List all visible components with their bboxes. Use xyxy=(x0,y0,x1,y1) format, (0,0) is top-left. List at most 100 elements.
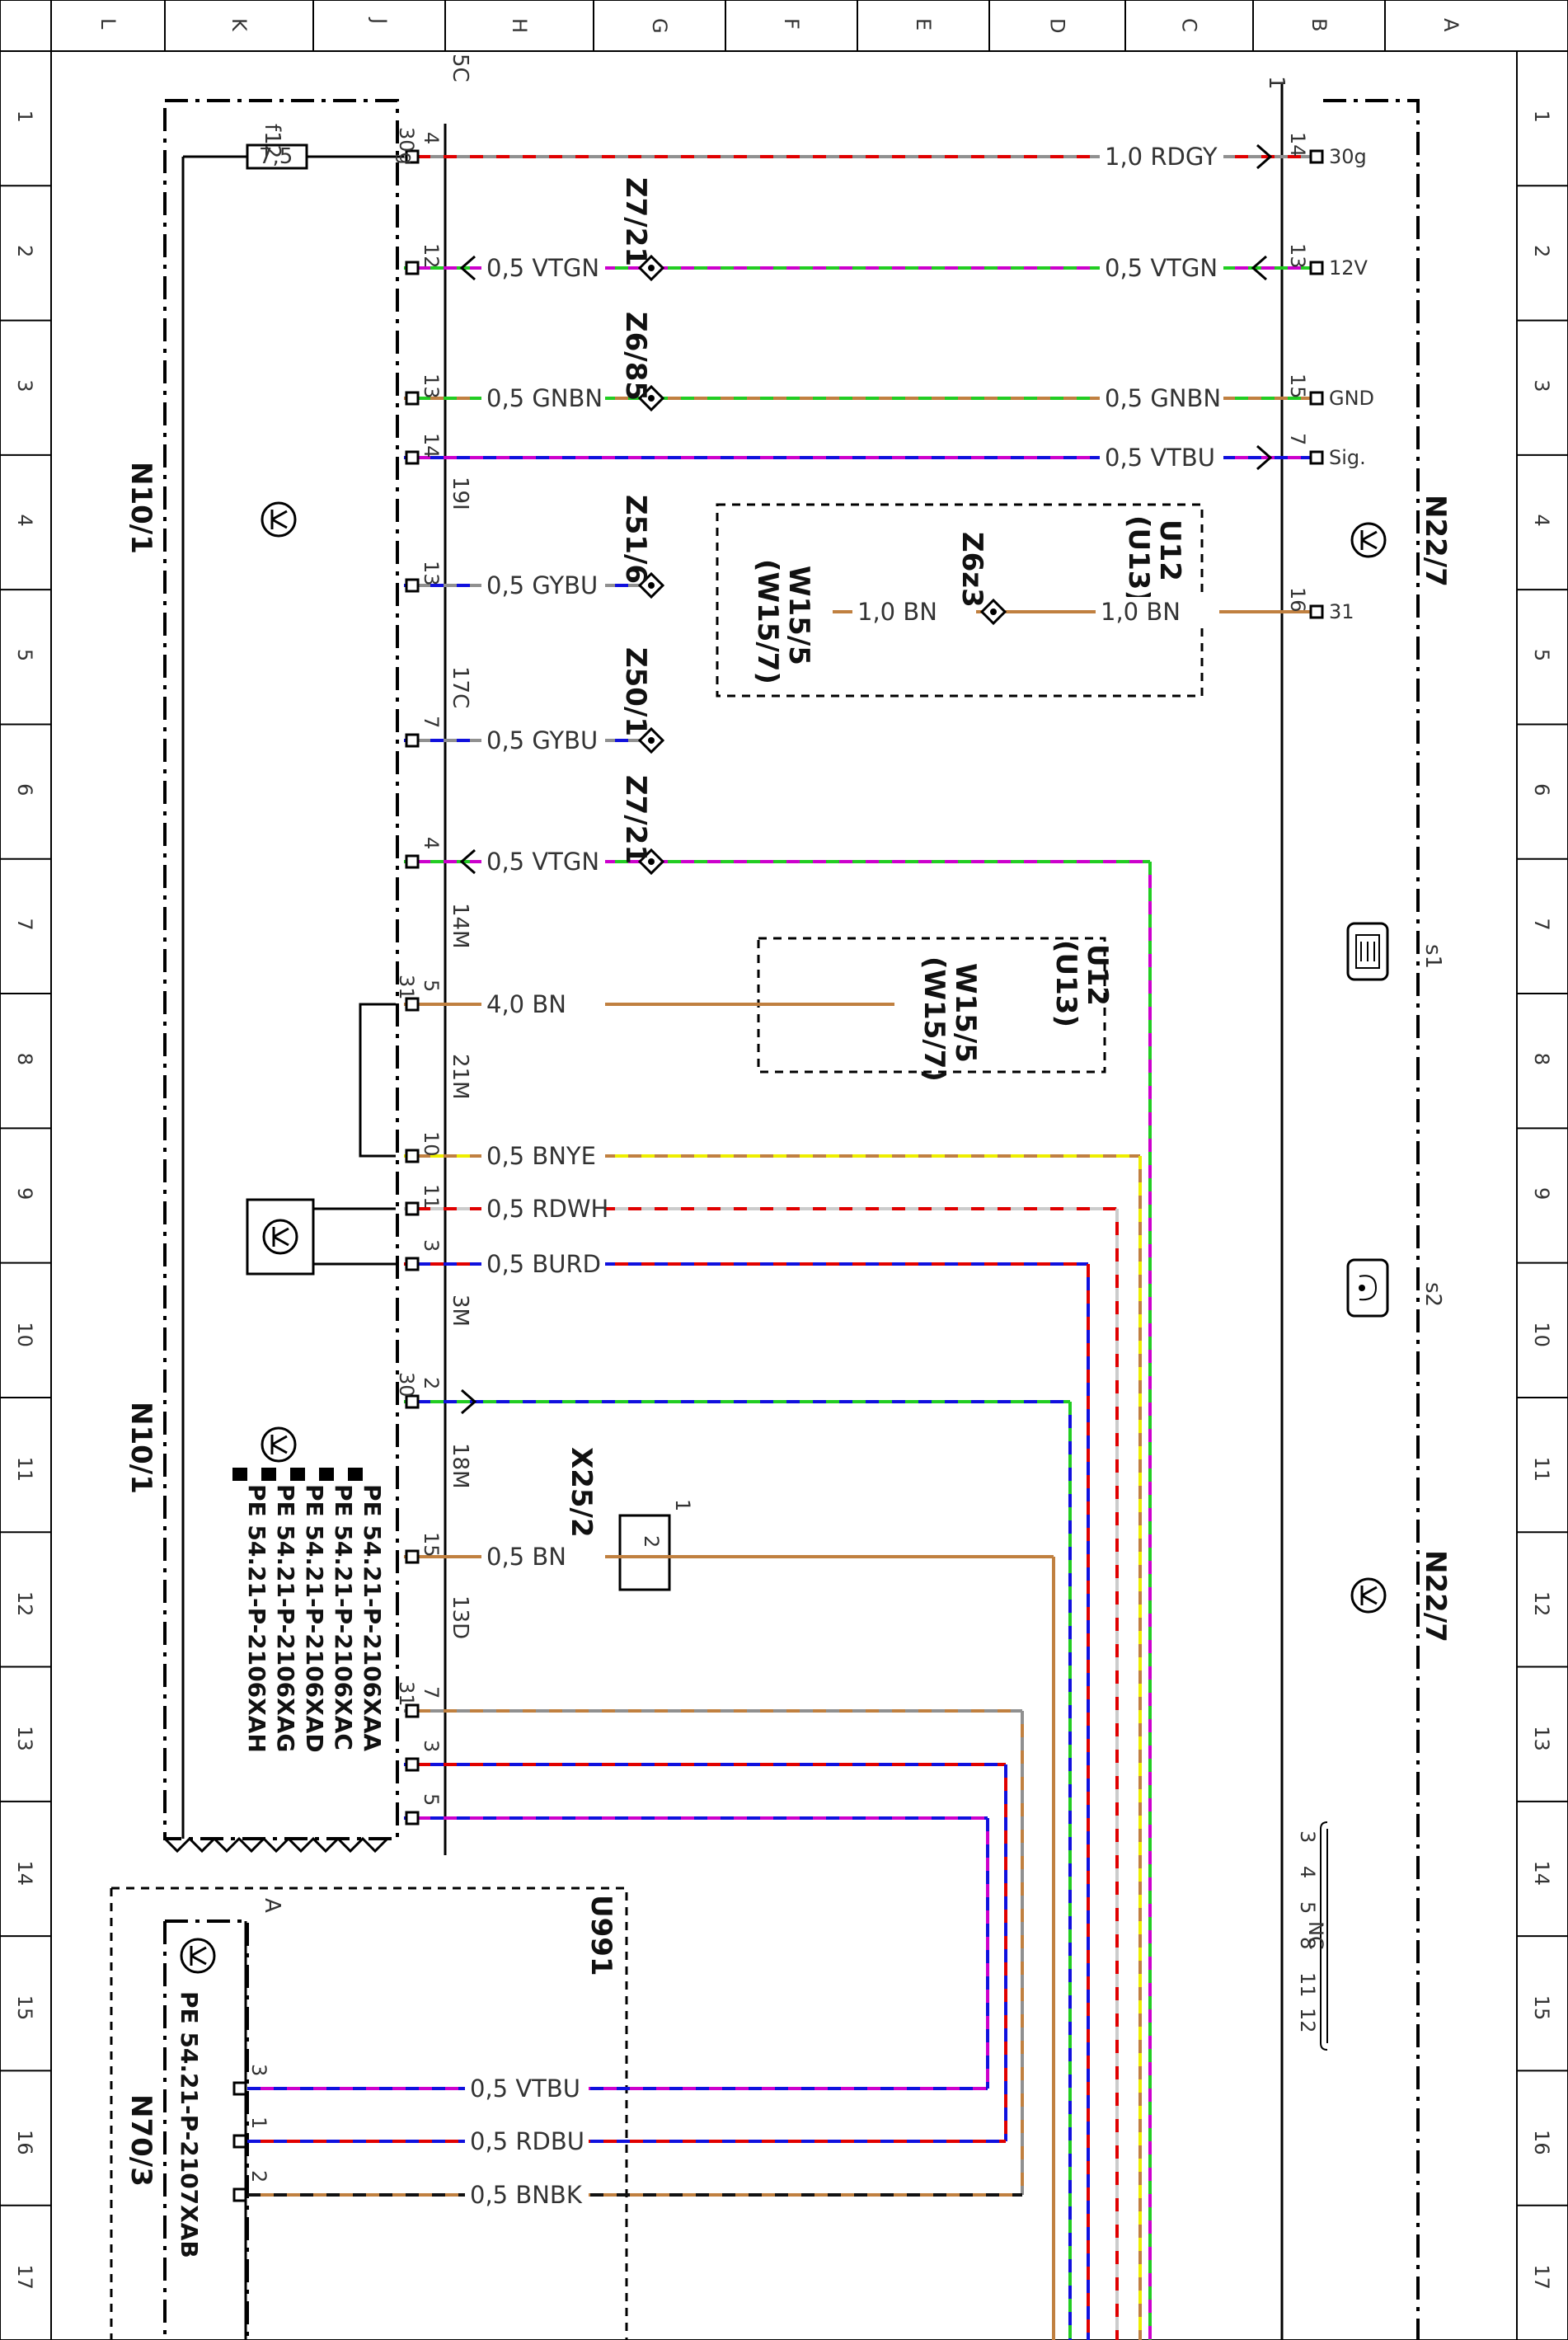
signal-arrow-icon xyxy=(461,1388,477,1415)
wire-label-bg xyxy=(481,1542,605,1570)
ground-symbol-icon xyxy=(180,1938,216,1974)
row-label-left: 4 xyxy=(13,515,36,527)
nc-pin-number: 3 xyxy=(1296,1830,1319,1843)
switch-s1-label: s1 xyxy=(1420,944,1445,969)
wire-label-bg xyxy=(481,1141,605,1169)
row-label-left: 3 xyxy=(13,379,36,392)
n70-connector-label: A xyxy=(260,1898,284,1913)
wire-label: 0,5 RDWH xyxy=(486,1195,608,1223)
harness-w15-7-label-2: (W15/7) xyxy=(918,956,951,1082)
splice-labels: Z7/21 Z6/85 Z51/6 Z50/1 Z7/21 Z6z3 xyxy=(619,177,988,864)
wire-label: 4,0 BN xyxy=(486,990,566,1018)
pin-terminal xyxy=(405,391,420,406)
doc-reference-icon xyxy=(232,1468,247,1481)
pin-number: 1 xyxy=(247,2117,270,2129)
wire-label: 0,5 GNBN xyxy=(1105,384,1221,412)
pin-terminal xyxy=(405,1257,420,1271)
signal-arrow-icon xyxy=(1256,444,1273,471)
ground-symbol-icon xyxy=(262,1219,298,1255)
row-label-right: 13 xyxy=(1530,1726,1553,1751)
pin-number: 11 xyxy=(420,1184,443,1210)
n10-1-label-top: N10/1 xyxy=(124,462,157,554)
row-label-right: 9 xyxy=(1530,1187,1553,1200)
wire-label: 0,5 VTBU xyxy=(1105,444,1215,472)
row-label-right: 2 xyxy=(1530,245,1553,257)
pe-reference: PE 54.21-P-2106XAG xyxy=(272,1484,299,1752)
wire-label: 0,5 GNBN xyxy=(486,384,603,412)
wire-w15: 731 xyxy=(395,1681,1024,2195)
pin-number: 5 xyxy=(420,1793,443,1806)
pin-terminal xyxy=(232,2134,247,2149)
pin-terminal xyxy=(1309,391,1324,406)
wire-label: 0,5 VTGN xyxy=(486,848,599,876)
pin-terminal xyxy=(405,1149,420,1163)
wire-label-bg xyxy=(1100,443,1223,471)
row-label-right: 17 xyxy=(1530,2264,1553,2290)
harness-w15-7-label: (W15/7) xyxy=(751,559,784,684)
splice-z7-21-b: Z7/21 xyxy=(619,775,652,864)
wire-label-bg xyxy=(465,2074,589,2102)
row-label-left: 11 xyxy=(13,1457,36,1482)
wire-w5: 0,5 GYBU 13 xyxy=(404,561,651,599)
fuse-f12: 7,5 f12 xyxy=(181,124,404,1839)
connector-id: 14M xyxy=(448,903,472,949)
pin-number: 13 xyxy=(420,561,443,586)
wire-label: 0,5 VTBU xyxy=(470,2075,580,2103)
x25-2-pin-2: 2 xyxy=(640,1535,663,1548)
wire-label: 0,5 RDBU xyxy=(470,2127,584,2155)
pe-reference: PE 54.21-P-2106XAH xyxy=(243,1484,270,1753)
row-label-right: 3 xyxy=(1530,379,1553,392)
splice-dot xyxy=(990,608,997,615)
pin-terminal xyxy=(232,2081,247,2096)
row-label-left: 16 xyxy=(13,2130,36,2155)
terminal-name: GND xyxy=(1329,387,1374,410)
harness-u13-label-2: (U13) xyxy=(1049,940,1082,1027)
wire-label-bg xyxy=(481,253,605,281)
n70-3-label: N70/3 xyxy=(124,2094,157,2187)
n22-connector-label: 1 xyxy=(1264,76,1289,90)
wire-w11: 0,5 RDWH 11 xyxy=(404,1184,1119,2340)
wire-label-bg xyxy=(1100,253,1223,281)
harness-u13-label: (U13) xyxy=(1122,515,1155,603)
pin-terminal xyxy=(405,1703,420,1718)
row-label-right: 10 xyxy=(1530,1322,1553,1347)
nc-pin-number: 4 xyxy=(1296,1866,1319,1878)
harness-w15-5-label-2: W15/5 xyxy=(949,963,982,1063)
row-label-left: 12 xyxy=(13,1591,36,1617)
pe-reference: PE 54.21-P-2106XAA xyxy=(359,1484,386,1751)
connector-id: 18M xyxy=(448,1443,472,1489)
wire-label: 1,0 BN xyxy=(1101,598,1181,626)
pin-number: 4 xyxy=(420,837,443,849)
wire-label-bg xyxy=(481,571,605,599)
pin-number: 13 xyxy=(420,374,443,399)
row-label-right: 8 xyxy=(1530,1053,1553,1065)
pin-number: 4 xyxy=(420,132,443,144)
nc-pin-number: 12 xyxy=(1296,2008,1319,2033)
wire-label-bg xyxy=(1100,383,1223,411)
n10-1-label-bottom: N10/1 xyxy=(124,1402,157,1494)
wire-label: 0,5 BN xyxy=(486,1543,566,1571)
doc-reference-icon xyxy=(348,1468,363,1481)
row-label-left: 10 xyxy=(13,1322,36,1347)
column-label: E xyxy=(912,18,935,31)
pin-terminal xyxy=(405,1811,420,1825)
harness-box-u12-2: U12 (U13) W15/5 (W15/7) xyxy=(757,937,1114,1082)
wire-label: 1,0 RDGY xyxy=(1105,143,1218,171)
doc-reference-icon xyxy=(261,1468,276,1481)
row-label-left: 15 xyxy=(13,1995,36,2021)
ground-symbol-icon xyxy=(261,501,297,538)
pin-number: 14 xyxy=(420,433,443,458)
recirculation-switch-icon xyxy=(1346,1258,1389,1318)
wire-w19: 0,5 RDBU 1 xyxy=(232,2117,1006,2155)
n22-7-label-top: N22/7 xyxy=(1419,495,1452,587)
wire-label: 0,5 GYBU xyxy=(486,571,598,599)
u991-module: U991 xyxy=(110,1887,628,2340)
row-label-left: 7 xyxy=(13,918,36,930)
